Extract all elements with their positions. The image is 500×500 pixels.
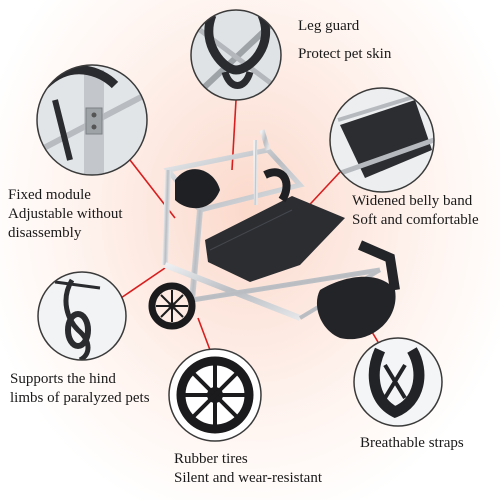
belly-band-subtitle: Soft and comfortable (352, 212, 479, 228)
leg-guard-label: Leg guard Protect pet skin (298, 17, 391, 64)
hind-support-line2: limbs of paralyzed pets (10, 390, 150, 406)
rubber-tires-subtitle: Silent and wear-resistant (174, 470, 322, 486)
fixed-module-detail-icon (36, 64, 148, 176)
leg-guard-title: Leg guard (298, 18, 360, 34)
fixed-module-line1: Fixed module (8, 187, 91, 203)
hind-strap-detail-icon (37, 271, 127, 361)
fixed-module-label: Fixed module Adjustable without disassem… (8, 186, 123, 243)
rubber-tires-title: Rubber tires (174, 451, 248, 467)
belly-band-detail-icon (329, 87, 435, 193)
belly-band-title: Widened belly band (352, 193, 473, 209)
leg-guard-detail-icon (190, 9, 282, 101)
harness-detail-icon (353, 337, 443, 427)
straps-label: Breathable straps (360, 434, 464, 453)
wheel-detail-icon (168, 348, 262, 442)
hind-support-label: Supports the hind limbs of paralyzed pet… (10, 370, 150, 408)
belly-band-label: Widened belly band Soft and comfortable (352, 192, 479, 230)
hind-support-line1: Supports the hind (10, 371, 116, 387)
rubber-tires-label: Rubber tires Silent and wear-resistant (174, 450, 322, 488)
straps-title: Breathable straps (360, 435, 464, 451)
fixed-module-line3: disassembly (8, 225, 82, 241)
fixed-module-line2: Adjustable without (8, 206, 123, 222)
leg-guard-subtitle: Protect pet skin (298, 46, 392, 62)
wheelchair-frame (148, 129, 400, 340)
